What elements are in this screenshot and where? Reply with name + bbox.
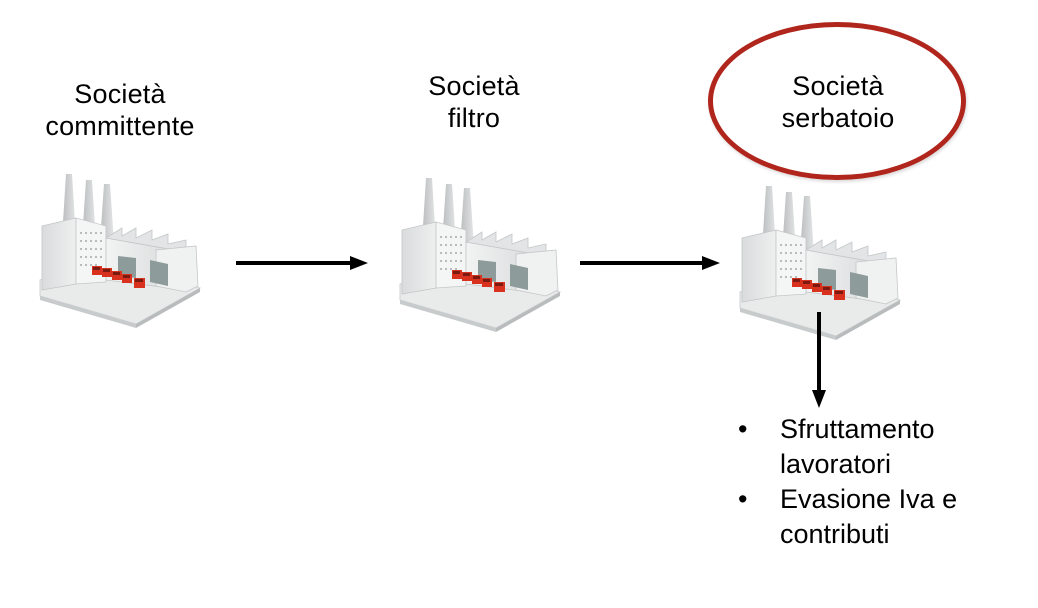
arrow-right-icon [236,256,368,270]
list-item-line2: contributi [780,519,890,549]
list-item-line2: lavoratori [780,449,892,479]
list-item: • Evasione Iva e contributi [738,482,1030,552]
bullet-icon: • [738,414,748,444]
node-serbatoio-label-line2: serbatoio [781,103,895,133]
node-serbatoio-label: Società serbatoio [758,70,918,134]
factory-icon [399,177,561,332]
list-item-line1: Sfruttamento [780,414,935,444]
arrow-right-icon [580,256,720,270]
arrow-down-icon [812,312,826,408]
highlight-ellipse [708,22,966,180]
node-committente-label-line2: committente [45,111,195,141]
list-item: • Sfruttamento lavoratori [738,412,1030,482]
list-item-line1: Evasione Iva e [780,484,958,514]
node-serbatoio-label-line1: Società [792,71,884,101]
node-filtro-label-line1: Società [428,71,520,101]
bullet-icon: • [738,484,748,514]
node-filtro-label: Società filtro [394,70,554,134]
node-committente-label: Società committente [40,78,200,142]
node-filtro-label-line2: filtro [447,103,501,133]
consequences-list: • Sfruttamento lavoratori • Evasione Iva… [738,412,1030,552]
factory-icon [39,173,201,328]
node-committente-label-line1: Società [74,79,166,109]
